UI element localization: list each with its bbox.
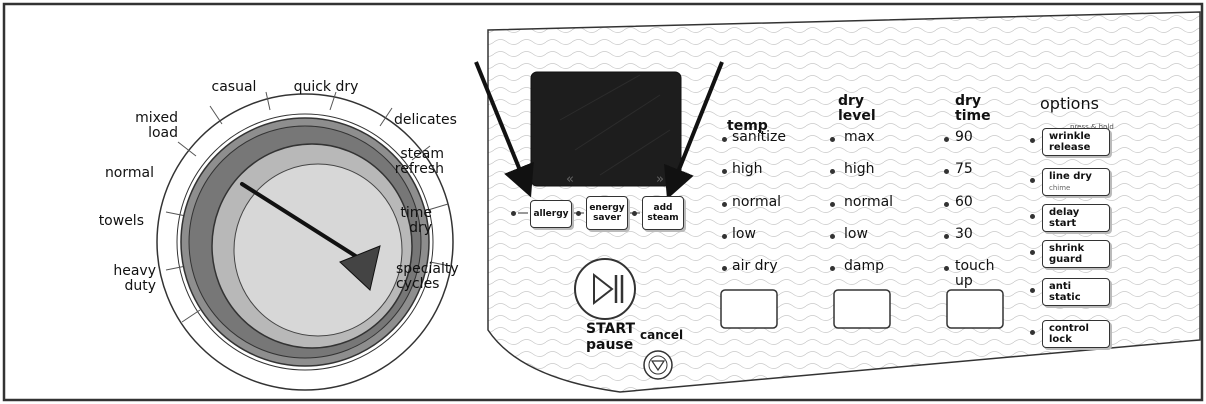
temp-led-high — [722, 169, 727, 174]
delay-start-button[interactable]: delay start — [1042, 204, 1110, 232]
dry-level-led-damp — [830, 266, 835, 271]
temp-option-high: high — [732, 161, 763, 177]
add-steam-led — [632, 211, 637, 216]
line-dry-label: line dry — [1049, 171, 1092, 182]
dry-time-led-touch-up — [944, 266, 949, 271]
dry-level-led-normal — [830, 202, 835, 207]
arrow-right — [664, 61, 724, 200]
dry-level-option-low: low — [844, 226, 868, 242]
dry-time-led-60 — [944, 202, 949, 207]
line-dry-led — [1030, 178, 1035, 183]
wrinkle-release-led — [1030, 138, 1035, 143]
cycle-label-delicates: delicates — [394, 112, 457, 128]
start-label: START — [586, 321, 636, 337]
wrinkle-release-button[interactable]: wrinkle release — [1042, 128, 1110, 156]
anti-static-button[interactable]: anti static — [1042, 278, 1110, 306]
dry-time-option-90: 90 — [955, 129, 973, 145]
dry-level-option-high: high — [844, 161, 875, 177]
start-pause-button[interactable] — [574, 258, 636, 320]
dry-time-led-90 — [944, 137, 949, 142]
cycle-label-time-dry: time dry — [400, 205, 432, 236]
dry-time-option-30: 30 — [955, 226, 973, 242]
cycle-label-specialty-cycles: specialty cycles — [396, 261, 459, 292]
dry-level-led-low — [830, 234, 835, 239]
dry-time-header: dry time — [955, 93, 991, 124]
temp-header: temp — [727, 118, 768, 134]
cycle-label-towels: towels — [98, 213, 144, 229]
energy-saver-led — [576, 211, 581, 216]
chime-label: chime — [1049, 184, 1071, 192]
pause-label: pause — [586, 337, 634, 353]
temp-led-air-dry — [722, 266, 727, 271]
cycle-label-steam-refresh: steam refresh — [394, 146, 444, 177]
control-lock-button[interactable]: control lock — [1042, 320, 1110, 348]
dry-time-led-30 — [944, 234, 949, 239]
temp-option-low: low — [732, 226, 756, 242]
energy-saver-button[interactable]: energy saver — [586, 196, 628, 230]
temp-option-sanitize: sanitize — [732, 129, 786, 145]
temp-option-normal: normal — [732, 194, 782, 210]
options-title: options — [1040, 94, 1099, 113]
dry-level-option-max: max — [844, 129, 875, 145]
temp-led-low — [722, 234, 727, 239]
cycle-label-heavy-duty: heavy duty — [113, 263, 156, 294]
cancel-button[interactable] — [643, 350, 673, 380]
dry-level-led-high — [830, 169, 835, 174]
dry-time-select-button[interactable] — [946, 289, 1004, 329]
allergy-button[interactable]: allergy — [530, 200, 572, 228]
dry-level-header: dry level — [838, 93, 876, 124]
temp-led-sanitize — [722, 137, 727, 142]
line-dry-button[interactable]: line dry chime — [1042, 168, 1110, 196]
chevron-left-icon: « — [566, 172, 574, 187]
options-hint: press & hold — [1070, 123, 1114, 131]
cancel-label: cancel — [640, 328, 684, 342]
dry-time-option-touch-up: touch up — [955, 258, 995, 289]
control-lock-led — [1030, 330, 1035, 335]
temp-select-button[interactable] — [720, 289, 778, 329]
shrink-guard-led — [1030, 250, 1035, 255]
display-screen — [530, 71, 682, 187]
allergy-led — [511, 211, 516, 216]
dry-time-option-75: 75 — [955, 161, 973, 177]
cycle-label-mixed-load: mixed load — [135, 110, 178, 141]
dry-level-option-damp: damp — [844, 258, 884, 274]
shrink-guard-button[interactable]: shrink guard — [1042, 240, 1110, 268]
temp-led-normal — [722, 202, 727, 207]
delay-start-led — [1030, 214, 1035, 219]
cycle-dial[interactable] — [156, 91, 454, 391]
dry-level-led-max — [830, 137, 835, 142]
arrow-left — [474, 61, 534, 198]
dry-level-select-button[interactable] — [833, 289, 891, 329]
anti-static-led — [1030, 288, 1035, 293]
chevron-right-icon: » — [656, 172, 664, 187]
cycle-label-casual: casual — [211, 79, 257, 95]
dry-time-led-75 — [944, 169, 949, 174]
dry-level-option-normal: normal — [844, 194, 894, 210]
temp-option-air-dry: air dry — [732, 258, 778, 274]
cycle-label-normal: normal — [104, 165, 154, 181]
add-steam-button[interactable]: add steam — [642, 196, 684, 230]
cycle-label-quick-dry: quick dry — [293, 79, 359, 95]
dry-time-option-60: 60 — [955, 194, 973, 210]
